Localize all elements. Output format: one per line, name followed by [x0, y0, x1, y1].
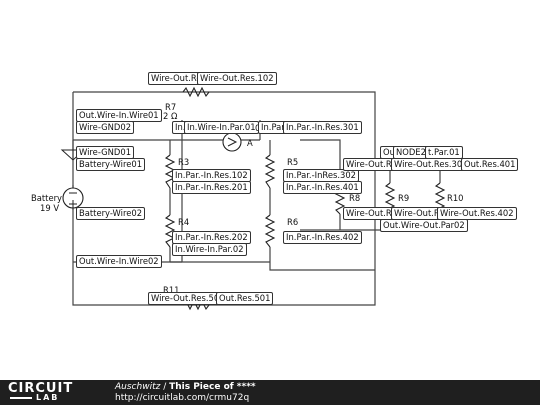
circuit-schematic — [60, 86, 446, 311]
label-wire-out-res102: Wire-Out.Res.102 — [197, 72, 277, 85]
ammeter-symbol — [222, 132, 242, 152]
meta-separator: / — [160, 382, 170, 392]
resistor-r11-name: R11 — [163, 285, 180, 295]
battery-value: 19 V — [40, 203, 60, 213]
label-out-wire-out-par02: Out.Wire-Out.Par02 — [380, 219, 468, 232]
label-zero: 0 — [255, 123, 260, 133]
author-link[interactable]: Auschwitz — [115, 382, 161, 392]
label-battery-wire02: Battery-Wire02 — [76, 207, 146, 220]
circuitlab-logo[interactable]: CIRCUIT LAB — [8, 381, 92, 403]
logo-text-bottom: LAB — [36, 393, 60, 402]
label-wire-gnd02: Wire-GND02 — [76, 121, 135, 134]
label-out-res401: Out.Res.401 — [461, 158, 519, 171]
resistor-r7-name: R7 — [165, 102, 177, 112]
resistor-r5-name: R5 — [287, 157, 299, 167]
resistor-r10-name: R10 — [447, 193, 464, 203]
resistor-r4 — [164, 214, 176, 248]
battery-name: Battery — [31, 193, 62, 203]
ammeter-letter: A — [247, 138, 253, 148]
label-out-res501: Out.Res.501 — [216, 292, 274, 305]
circuit-meta: Auschwitz / This Piece of **** http://ci… — [115, 382, 256, 404]
battery-symbol — [62, 187, 84, 209]
resistor-r7-value: 2 Ω — [163, 111, 178, 121]
resistor-r9-name: R9 — [398, 193, 410, 203]
label-wire-out-res502: Wire-Out.Res.502 — [148, 292, 228, 305]
label-in-par-in-res201: In.Par.-In.Res.201 — [172, 181, 251, 194]
resistor-r5 — [264, 154, 276, 189]
resistor-r8-name: R8 — [349, 193, 361, 203]
circuit-title: This Piece of **** — [169, 382, 256, 392]
circuit-url-link[interactable]: http://circuitlab.com/crmu72q — [115, 393, 250, 403]
label-in-wire-in-par02: In.Wire-In.Par.02 — [172, 243, 247, 256]
logo-text-top: CIRCUIT — [8, 381, 74, 396]
label-wire-out-res402: Wire-Out.Res.402 — [437, 207, 517, 220]
label-in-par-in-res402: In.Par.-In.Res.402 — [283, 231, 362, 244]
label-in-wire-in-par01: In.Wire-In.Par.01 — [184, 121, 259, 134]
resistor-r4-name: R4 — [178, 217, 190, 227]
label-in-par-in-res401: In.Par.-In.Res.401 — [283, 181, 362, 194]
label-out-wire-in-wire02: Out.Wire-In.Wire02 — [76, 255, 162, 268]
resistor-r6-name: R6 — [287, 217, 299, 227]
label-wire-out-res-a: Wire-Out.Res — [343, 207, 404, 220]
logo-resistor-icon — [10, 397, 32, 399]
label-in-par-in-res301: In.Par.-In.Res.301 — [283, 121, 362, 134]
resistor-r3-name: R3 — [178, 157, 190, 167]
resistor-r7 — [182, 86, 210, 98]
resistor-r6 — [264, 214, 276, 248]
label-wire-out-res301: Wire-Out.Res.301 — [391, 158, 471, 171]
footer-bar: CIRCUIT LAB Auschwitz / This Piece of **… — [0, 380, 540, 405]
label-battery-wire01: Battery-Wire01 — [76, 158, 146, 171]
